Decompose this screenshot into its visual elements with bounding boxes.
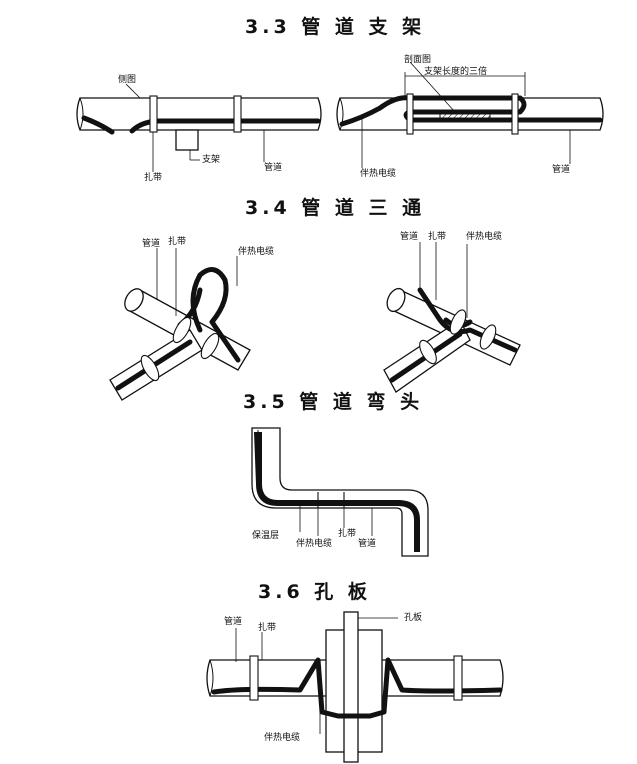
section-title-tee: 3.4 管 道 三 通 [245, 197, 426, 219]
label-tie: 扎带 [258, 623, 277, 633]
orifice-assembly [206, 611, 504, 763]
label-tie: 扎带 [144, 173, 163, 183]
elbow-pipe [251, 427, 429, 557]
tee-right [383, 242, 521, 393]
label-tie: 扎带 [168, 237, 187, 247]
section-title-orifice: 3.6 孔 板 [258, 581, 371, 603]
label-orifice: 孔板 [404, 613, 423, 623]
label-section-view: 剖面图 [404, 55, 432, 65]
label-side-view: 侧图 [118, 75, 137, 85]
label-heat-cable: 伴热电缆 [360, 169, 397, 179]
label-pipe: 管道 [400, 232, 419, 242]
support-side-view [76, 83, 322, 172]
label-support: 支架 [202, 155, 221, 165]
label-pipe: 管道 [552, 165, 571, 175]
section-title-elbow: 3.5 管 道 弯 头 [243, 391, 424, 413]
label-pipe: 管道 [142, 239, 161, 249]
label-insulation: 保温层 [252, 531, 280, 541]
label-heat-cable: 伴热电缆 [296, 539, 333, 549]
label-pipe: 管道 [224, 617, 243, 627]
section-title-support: 3.3 管 道 支 架 [245, 16, 426, 38]
label-heat-cable: 伴热电缆 [264, 733, 301, 743]
label-heat-cable: 伴热电缆 [466, 232, 503, 242]
label-tie: 扎带 [338, 529, 357, 539]
tee-left [109, 248, 251, 401]
label-support-triple: 支架长度的三倍 [424, 67, 488, 77]
label-pipe: 管道 [358, 539, 377, 549]
label-heat-cable: 伴热电缆 [238, 247, 275, 257]
label-tie: 扎带 [428, 232, 447, 242]
label-pipe: 管道 [264, 163, 283, 173]
support-section-view [336, 61, 604, 168]
